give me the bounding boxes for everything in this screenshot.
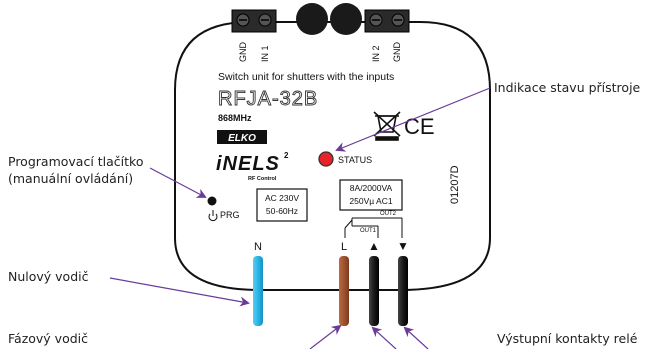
wire-label-l: L <box>341 241 347 253</box>
callout-phase: Fázový vodič <box>8 331 89 346</box>
rf-control-label: RF Control <box>248 176 277 182</box>
ce-mark: CE <box>404 114 435 139</box>
wire-label-up: ▲ <box>368 239 380 253</box>
relay-schematic <box>344 217 403 238</box>
callout-status-indicator: Indikace stavu přístroje <box>494 80 641 95</box>
frequency-label: 868MHz <box>218 113 252 123</box>
power-rating-line2: 50-60Hz <box>266 206 298 216</box>
arrow-prog-button <box>149 167 207 198</box>
status-label: STATUS <box>338 155 372 165</box>
terminal-block-right <box>364 9 410 33</box>
terminal-block-left <box>231 9 277 33</box>
callout-prog-button-line1: Programovací tlačítko <box>8 154 144 169</box>
terminal-label-gnd-2: GND <box>392 42 402 63</box>
prg-label: PRG <box>220 210 240 220</box>
device-subtitle: Switch unit for shutters with the inputs <box>218 71 394 83</box>
antenna-hole-right <box>330 3 362 35</box>
relay-rating-line1: 8A/2000VA <box>350 183 393 193</box>
elko-logo <box>217 130 267 144</box>
callout-relay-outputs: Výstupní kontakty relé <box>497 331 638 346</box>
inels-logo: iNELS <box>216 153 280 175</box>
wire-label-down: ▼ <box>397 239 409 253</box>
power-icon <box>208 210 218 222</box>
status-led <box>318 151 334 167</box>
arrow-output-1 <box>371 326 397 350</box>
weee-bin-icon <box>373 111 401 141</box>
terminal-label-in2: IN 2 <box>371 45 381 62</box>
output-wire-up <box>369 256 379 326</box>
arrow-phase <box>309 324 342 350</box>
model-name: RFJA-32B <box>218 88 318 110</box>
power-rating-box <box>256 188 308 222</box>
neutral-wire <box>253 256 263 326</box>
antenna-hole-left <box>296 3 328 35</box>
arrow-output-2 <box>403 326 429 350</box>
arrow-status <box>335 87 491 152</box>
out2-label: OUT2 <box>380 211 397 217</box>
power-rating-line1: AC 230V <box>265 193 299 203</box>
output-wire-down <box>398 256 408 326</box>
terminal-label-gnd-1: GND <box>238 42 248 63</box>
prg-button <box>207 196 217 206</box>
inels-logo-sup: 2 <box>284 151 289 160</box>
phase-wire <box>339 256 349 326</box>
callout-neutral: Nulový vodič <box>8 269 89 284</box>
out1-label: OUT1 <box>360 228 377 234</box>
relay-rating-box <box>339 179 403 211</box>
relay-rating-line2: 250Vµ AC1 <box>349 196 392 206</box>
elko-logo-text: ELKO <box>228 133 256 144</box>
callout-prog-button-line2: (manuální ovládání) <box>8 171 134 186</box>
terminal-label-in1: IN 1 <box>260 45 270 62</box>
arrow-neutral <box>109 277 250 307</box>
serial-number: 01207D <box>449 165 461 204</box>
wire-label-n: N <box>254 241 262 253</box>
